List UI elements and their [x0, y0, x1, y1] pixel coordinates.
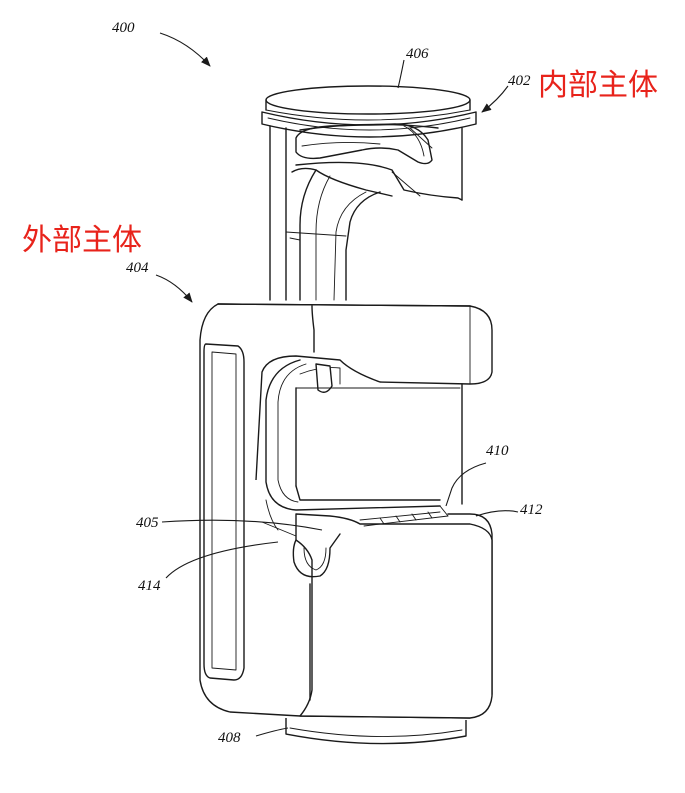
leaders — [155, 32, 519, 737]
ref-408: 408 — [218, 730, 241, 746]
ref-402: 402 — [508, 73, 531, 89]
inner-body — [261, 85, 477, 301]
ref-405: 405 — [136, 515, 159, 531]
ref-414: 414 — [138, 578, 161, 594]
ref-412: 412 — [520, 502, 543, 518]
ref-404: 404 — [126, 260, 149, 276]
top-cap — [261, 85, 477, 138]
ref-410: 410 — [486, 443, 509, 459]
annotation-inner-body: 内部主体 — [538, 68, 658, 103]
annotation-outer-body: 外部主体 — [22, 223, 142, 258]
outer-body — [199, 303, 493, 719]
ref-400: 400 — [112, 20, 135, 36]
ref-406: 406 — [406, 46, 429, 62]
base-foot — [285, 718, 467, 745]
